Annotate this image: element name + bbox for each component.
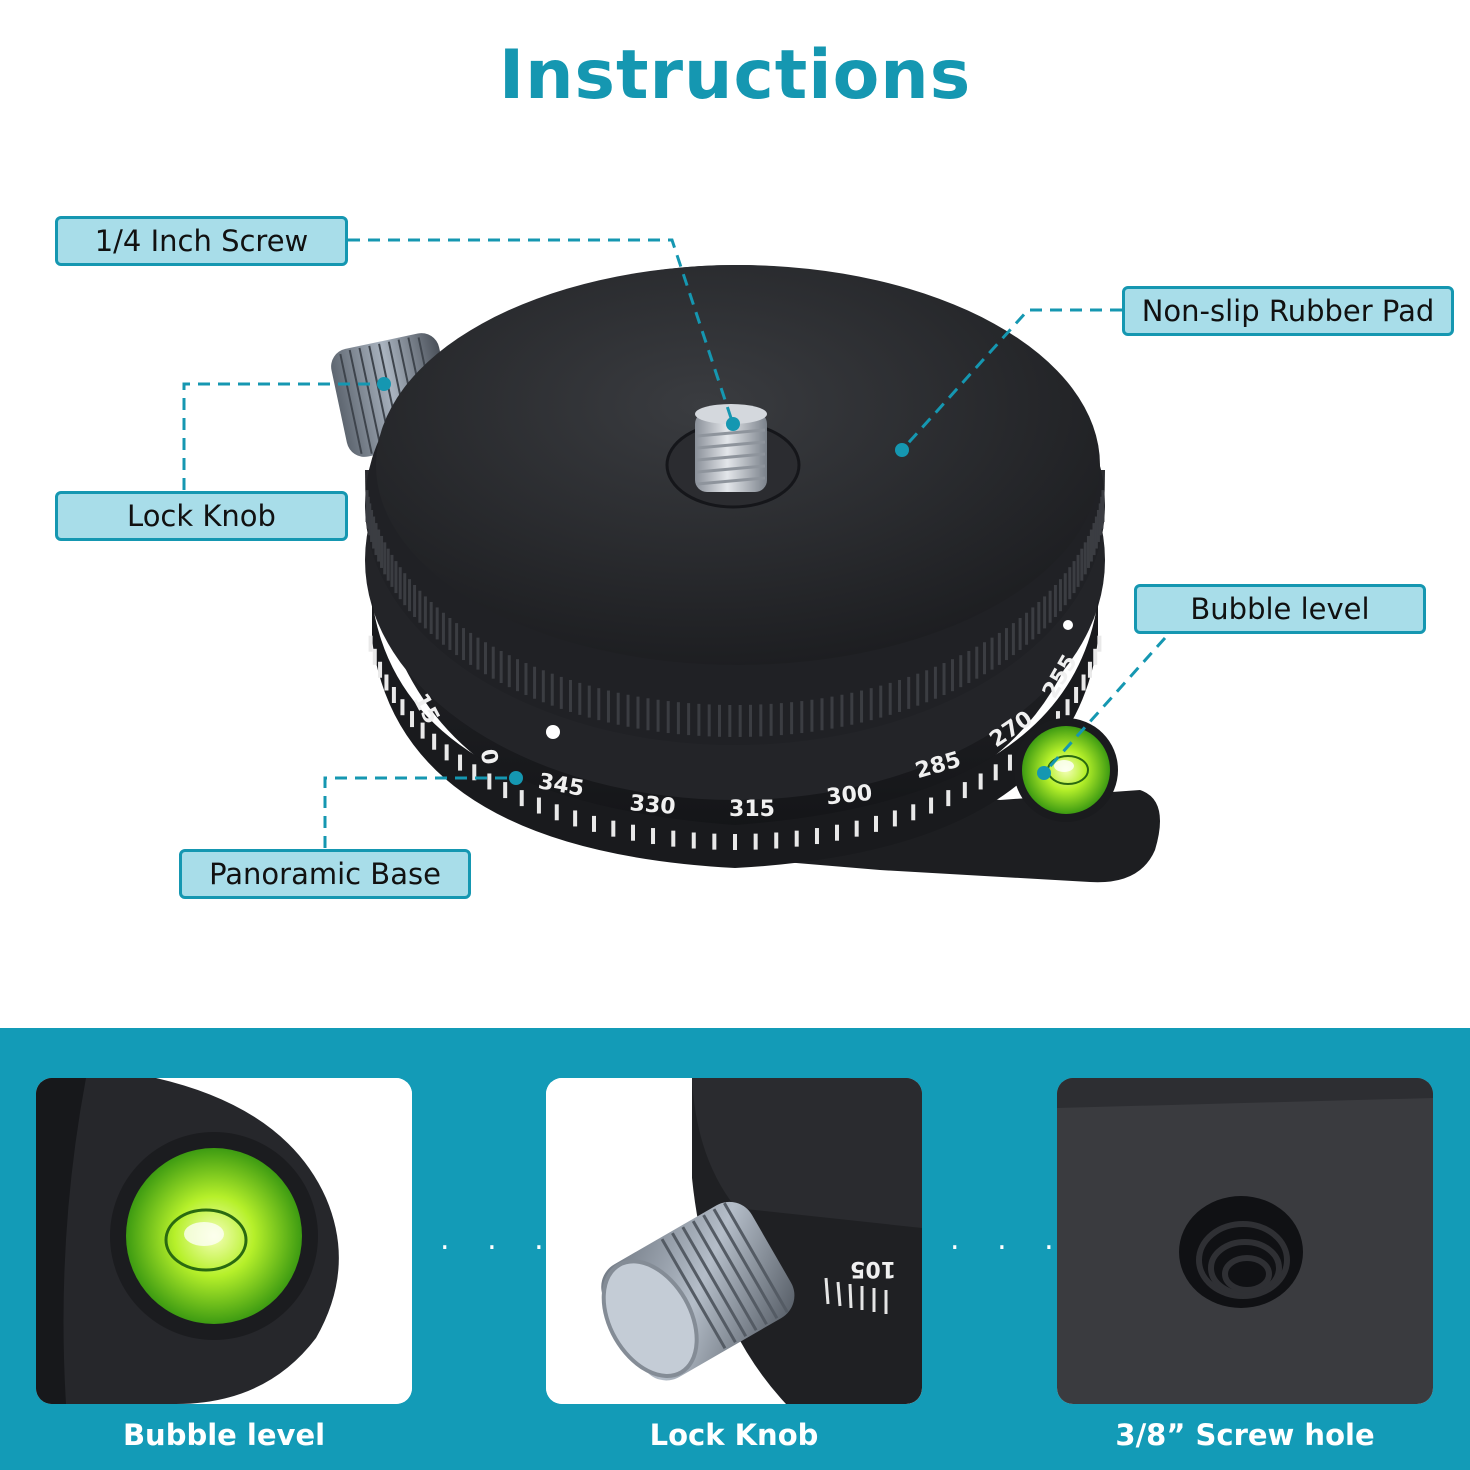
callout-rubber-pad: Non-slip Rubber Pad: [1122, 286, 1454, 336]
separator-dots-2: . . .: [950, 1222, 1068, 1257]
knob-card-scale-number: 105: [850, 1256, 896, 1281]
degree-scale-ring: [372, 600, 1098, 868]
separator-dots-1: . . .: [440, 1222, 558, 1257]
caption-bubble-level: Bubble level: [122, 1418, 326, 1452]
callout-lock-knob: Lock Knob: [55, 491, 348, 541]
lock-knob-closeup: 105: [546, 1078, 922, 1404]
callout-quarter-inch-screw: 1/4 Inch Screw: [55, 216, 348, 266]
scale-number: 315: [729, 797, 775, 822]
page-title: Instructions: [498, 36, 972, 115]
scale-number: 330: [629, 791, 677, 820]
detail-card-lock-knob: 105: [546, 1078, 922, 1404]
caption-lock-knob: Lock Knob: [649, 1418, 819, 1452]
bubble-level-part: [1014, 718, 1118, 822]
callout-bubble-level: Bubble level: [1134, 584, 1426, 634]
quarter-inch-screw: [695, 404, 767, 492]
screw-hole-closeup: [1057, 1078, 1433, 1404]
detail-card-screw-hole: [1057, 1078, 1433, 1404]
callout-panoramic-base: Panoramic Base: [179, 849, 471, 899]
caption-screw-hole: 3/8” Screw hole: [1115, 1418, 1375, 1452]
bubble-level-closeup: [36, 1078, 412, 1404]
scale-number: 300: [825, 781, 873, 811]
detail-card-bubble-level: [36, 1078, 412, 1404]
scale-number: 0: [475, 747, 502, 766]
